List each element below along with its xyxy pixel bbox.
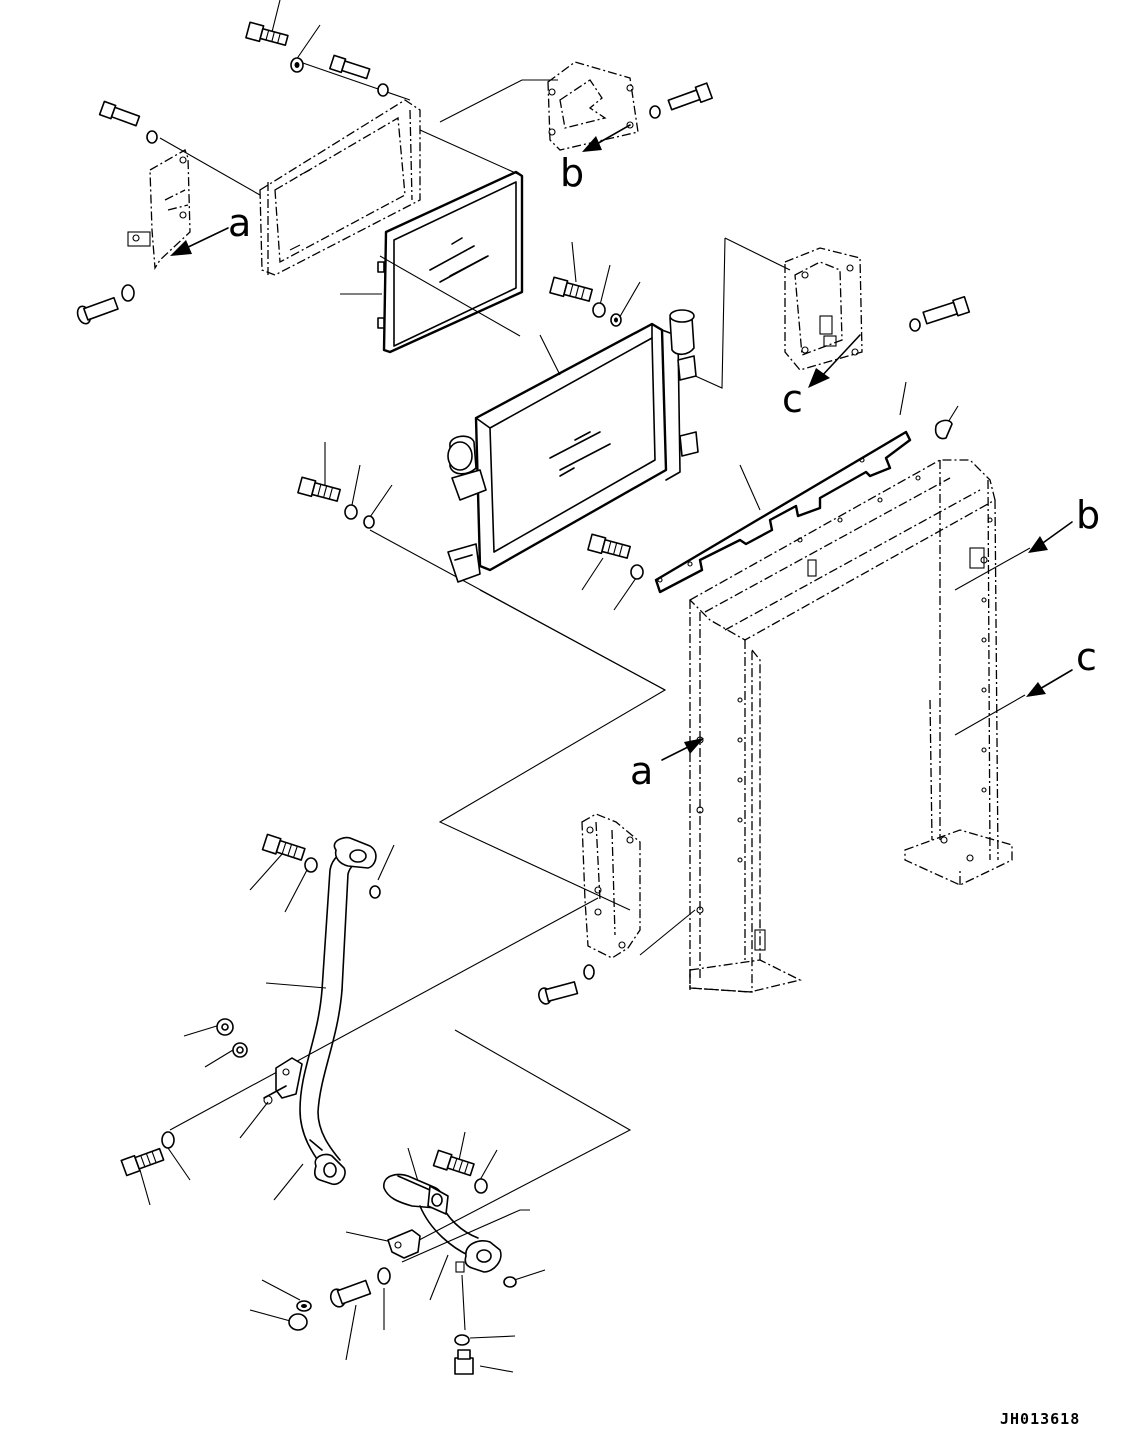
washer bbox=[344, 504, 358, 520]
bolt bbox=[76, 296, 119, 325]
charge-air-cooler bbox=[447, 309, 699, 583]
washer bbox=[630, 564, 644, 580]
o-ring bbox=[369, 885, 381, 899]
washer bbox=[146, 130, 158, 144]
bolt bbox=[98, 100, 141, 127]
washer bbox=[592, 302, 606, 318]
o-ring bbox=[503, 1276, 517, 1288]
direction-arrows bbox=[170, 124, 1073, 761]
washer bbox=[474, 1178, 488, 1194]
bolt bbox=[245, 21, 289, 46]
arrow-a-upper bbox=[170, 227, 229, 256]
washer bbox=[583, 964, 595, 980]
drain-plug bbox=[454, 1349, 474, 1375]
bolt bbox=[120, 1147, 165, 1177]
inlet-pipe bbox=[263, 836, 377, 1186]
washer bbox=[377, 1267, 391, 1285]
o-ring bbox=[454, 1334, 470, 1346]
left-mounting-bracket bbox=[127, 149, 191, 271]
fasteners bbox=[76, 21, 971, 1375]
support-frame bbox=[688, 459, 1013, 993]
lower-bracket bbox=[581, 813, 641, 959]
right-upper-bracket bbox=[547, 61, 639, 151]
bolt bbox=[297, 476, 341, 502]
arrow-a-frame bbox=[661, 738, 704, 761]
callout-letters: a b c b c a bbox=[228, 151, 1100, 793]
right-side-bracket bbox=[784, 247, 863, 371]
bolt bbox=[432, 1149, 475, 1177]
callout-letter-b: b bbox=[560, 151, 584, 195]
callout-letter-b-frame: b bbox=[1076, 493, 1100, 537]
arrow-b-upper bbox=[582, 124, 631, 152]
arrow-c-right bbox=[1026, 669, 1073, 697]
arrow-c-upper bbox=[808, 334, 861, 388]
callout-letter-a-frame: a bbox=[630, 749, 653, 793]
callout-letter-c: c bbox=[782, 377, 803, 421]
bolt bbox=[329, 1279, 372, 1308]
document-id: JH013618 bbox=[1000, 1410, 1080, 1428]
washer bbox=[377, 83, 389, 97]
washer bbox=[161, 1131, 175, 1149]
bolt bbox=[587, 533, 631, 559]
arrow-b-right bbox=[1028, 521, 1073, 553]
outlet-pipe bbox=[383, 1173, 502, 1273]
radiator-screen-frame bbox=[259, 99, 421, 276]
bolt bbox=[329, 54, 371, 80]
nut bbox=[288, 1313, 308, 1331]
upper-cover-plate bbox=[654, 419, 953, 594]
callout-letter-c-frame: c bbox=[1076, 635, 1097, 679]
washer bbox=[649, 105, 661, 119]
bolt bbox=[922, 295, 971, 325]
screen-panel bbox=[377, 170, 524, 354]
washer bbox=[121, 284, 135, 302]
nut bbox=[363, 515, 375, 529]
seal bbox=[934, 419, 953, 440]
washer bbox=[909, 318, 921, 332]
bolt bbox=[667, 82, 714, 111]
leader-lines bbox=[159, 61, 791, 1263]
bolt bbox=[549, 276, 593, 302]
bolt bbox=[261, 833, 306, 861]
washer bbox=[304, 857, 318, 873]
callout-letter-a: a bbox=[228, 201, 251, 245]
part-index-leaders bbox=[139, 0, 959, 1373]
bolt bbox=[538, 981, 579, 1005]
